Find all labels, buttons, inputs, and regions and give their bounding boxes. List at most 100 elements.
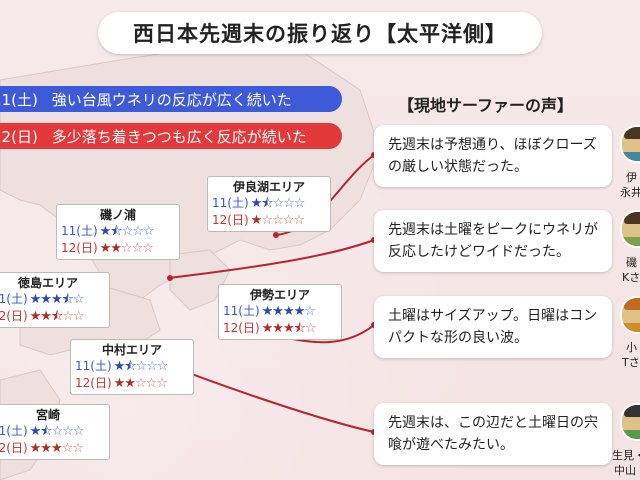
star-icon: ★ (250, 196, 263, 211)
star-icon: ★ (113, 359, 126, 374)
avatar-1 (620, 125, 640, 163)
sunday-label: 12(日) (0, 309, 28, 323)
legend-saturday: 11(土) 強い台風ウネリの反応が広く続いた (0, 86, 342, 112)
saturday-rating-stars: ★⯪☆☆☆ (99, 223, 155, 240)
star-icon: ☆ (72, 441, 84, 456)
comment-bubble-1: 先週末は予想通り、ほぼクローズの厳しい状態だった。 (374, 125, 612, 187)
star-icon: ☆ (142, 241, 154, 256)
voices-heading: 【現地サーファーの声】 (398, 96, 574, 115)
star-icon: ☆ (72, 424, 85, 439)
sunday-rating-stars: ★★☆☆☆ (99, 240, 154, 257)
star-icon: ☆ (120, 241, 133, 256)
star-icon: ★ (99, 241, 112, 256)
saturday-label: 11(土) (61, 224, 98, 238)
avatar-2 (620, 210, 640, 248)
sunday-label: 12(日) (212, 213, 249, 227)
sunday-label: 12(日) (61, 241, 98, 255)
star-icon: ☆ (271, 213, 284, 228)
sunday-rating-stars: ★☆☆☆☆ (250, 212, 305, 229)
star-icon: ☆ (134, 376, 147, 391)
star-icon: ☆ (145, 376, 158, 391)
star-icon: ☆ (293, 213, 305, 228)
spot-name: 伊良湖エリア (232, 180, 305, 194)
connector-line-2 (169, 239, 375, 279)
star-icon: ☆ (62, 424, 74, 439)
star-icon: ☆ (132, 224, 144, 239)
star-icon: ★ (40, 309, 52, 324)
saturday-rating-stars: ★⯪☆☆☆ (29, 423, 85, 440)
spot-name: 伊勢エリア (249, 288, 310, 302)
star-icon: ★ (113, 376, 126, 391)
star-icon: ★ (250, 213, 263, 228)
legend-saturday-date: 11(土) (0, 90, 38, 109)
spot-card-irago: 伊良湖エリア 11(土)★⯪☆☆☆ 12(日)★☆☆☆☆ (207, 176, 331, 232)
avatar-3 (620, 296, 640, 334)
avatar-name-4: 生見・ 中山 (612, 449, 640, 477)
legend-saturday-text: 強い台風ウネリの反応が広く続いた (51, 90, 292, 109)
sunday-rating-stars: ★★★⯪☆ (262, 320, 317, 337)
saturday-label: 11(土) (212, 196, 249, 210)
avatar-4 (620, 403, 640, 441)
star-icon: ⯪ (124, 359, 136, 374)
star-icon: ☆ (62, 309, 74, 324)
star-icon: ☆ (51, 424, 64, 439)
star-icon: ⯪ (50, 309, 63, 324)
star-icon: ⯪ (293, 321, 306, 336)
spot-name: 磯ノ浦 (99, 208, 136, 222)
legend-sunday-date: 12(日) (0, 127, 38, 146)
sunday-rating-stars: ★★⯪☆☆ (29, 308, 85, 325)
star-icon: ★ (29, 424, 42, 439)
star-icon: ☆ (261, 213, 273, 228)
spot-dot-isonoura (167, 275, 173, 281)
legend-sunday-text: 多少落ち着きつつも広く反応が続いた (51, 127, 307, 146)
legend-sunday: 12(日) 多少落ち着きつつも広く反応が続いた (0, 123, 342, 149)
spot-dot-irago (273, 232, 279, 238)
avatar-name-2: 磯 Kさ (622, 256, 640, 284)
comment-bubble-2: 先週末は土曜をピークにウネリが反応したけどワイドだった。 (374, 210, 612, 272)
star-icon: ⯪ (61, 292, 74, 307)
saturday-label: 11(土) (75, 359, 112, 373)
star-icon: ☆ (304, 321, 317, 336)
saturday-label: 11(土) (0, 424, 28, 438)
star-icon: ★ (99, 224, 112, 239)
star-icon: ⯪ (40, 424, 52, 439)
star-icon: ☆ (156, 376, 168, 391)
comment-text: 土曜はサイズアップ。日曜はコンパクトな形の良い波。 (388, 308, 598, 346)
star-icon: ☆ (283, 196, 295, 211)
star-icon: ★ (29, 309, 42, 324)
star-icon: ☆ (142, 224, 155, 239)
sunday-label: 12(日) (75, 376, 112, 390)
comment-bubble-3: 土曜はサイズアップ。日曜はコンパクトな形の良い波。 (374, 296, 612, 358)
sunday-label: 12(日) (0, 441, 28, 455)
star-icon: ☆ (146, 359, 158, 374)
star-icon: ★ (272, 321, 284, 336)
title-bar: 西日本先週末の振り返り【太平洋側】 (98, 12, 542, 54)
star-icon: ☆ (282, 213, 295, 228)
map-kii-peninsula (169, 249, 231, 311)
star-icon: ★ (261, 304, 274, 319)
avatar-name-3: 小 Tさ (622, 341, 640, 369)
comment-text: 先週末は予想通り、ほぼクローズの厳しい状態だった。 (388, 137, 597, 175)
star-icon: ★ (50, 441, 63, 456)
star-icon: ★ (29, 441, 42, 456)
spot-card-tokushima: 徳島エリア 11(土)★★★⯪☆ 12(日)★★⯪☆☆ (0, 272, 110, 328)
spot-card-ise: 伊勢エリア 11(土)★★★★☆ 12(日)★★★⯪☆ (218, 284, 342, 340)
star-icon: ★ (40, 292, 52, 307)
saturday-rating-stars: ★⯪☆☆☆ (113, 358, 169, 375)
sunday-rating-stars: ★★★☆☆ (29, 440, 84, 457)
spot-card-miyazaki: 宮崎 11(土)★⯪☆☆☆ 12(日)★★★☆☆ (0, 404, 110, 460)
page-title: 西日本先週末の振り返り【太平洋側】 (133, 22, 507, 46)
star-icon: ★ (40, 441, 52, 456)
star-icon: ☆ (135, 359, 148, 374)
spot-card-isonoura: 磯ノ浦 11(土)★⯪☆☆☆ 12(日)★★☆☆☆ (56, 204, 180, 260)
star-icon: ★ (50, 292, 63, 307)
comment-bubble-4: 先週末は、この辺だと土曜日の宍喰が遊べたみたい。 (374, 403, 612, 465)
star-icon: ★ (124, 376, 136, 391)
star-icon: ⯪ (110, 224, 122, 239)
spot-name: 中村エリア (101, 343, 162, 357)
saturday-rating-stars: ★★★★☆ (261, 303, 316, 320)
star-icon: ☆ (156, 359, 169, 374)
star-icon: ★ (282, 321, 295, 336)
star-icon: ⯪ (261, 196, 273, 211)
star-icon: ☆ (272, 196, 285, 211)
